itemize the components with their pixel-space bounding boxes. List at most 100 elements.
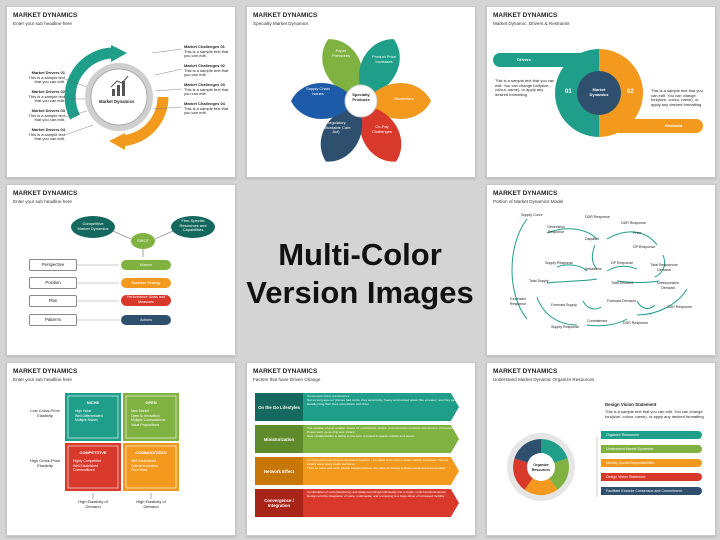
caption-line-2: Version Images [246, 275, 474, 310]
resource-bar: Understand Market Dynamics [601, 445, 702, 453]
model-node: DP Response [633, 245, 656, 249]
model-node: DDR Response [585, 215, 610, 219]
left-box: Position [29, 277, 77, 289]
organize-resources-wheel [507, 433, 598, 501]
center-caption: Multi-Color Version Images [245, 236, 475, 312]
model-node: DP Response [611, 261, 634, 265]
slide-thumbnail-5[interactable]: MARKET DYNAMICS Portion of Market Dynami… [486, 184, 716, 356]
model-node: Forecast Demand [607, 299, 636, 303]
petal-label: Paper Pressures [331, 48, 350, 58]
quadrant-diagram [65, 393, 179, 499]
slide-subtitle: Understand Market Dynamic Organize Resou… [493, 377, 595, 382]
drivers-restraints-diagram [493, 49, 703, 137]
axis-label: Low Cross-Price Elasticity [30, 408, 60, 418]
vision-text: This is a sample text that you can edit.… [605, 409, 704, 419]
slide-thumbnail-6[interactable]: MARKET DYNAMICS Enter your sub headline … [6, 362, 236, 536]
factor-text: Combination of voice(telephony) and data… [307, 490, 447, 498]
left-box: Patterns [29, 314, 77, 326]
resource-bar: Organize Resources [601, 431, 702, 439]
quadrant-title: NICHE [86, 400, 100, 405]
petal-label: Product Price Increases [371, 54, 396, 64]
restraint-bar-label: Restraint [665, 123, 683, 128]
factor-title: Miniaturization [255, 425, 303, 453]
quadrant-title: OPEN [145, 400, 157, 405]
resource-bar: Facilitate Execute Consensus and Commitm… [601, 487, 702, 495]
factor-row: Convergence / Integration Combination of… [255, 489, 467, 517]
right-text: This is a sample text that you can edit.… [651, 88, 703, 107]
model-node: Dispatch [585, 237, 599, 241]
model-node: Total Supply [529, 279, 549, 283]
caption-line-1: Multi-Color [278, 237, 442, 272]
factor-text: The creation of ever smaller scales for … [307, 426, 455, 438]
resource-bar: Design Vision Statement [601, 473, 702, 481]
slide-subtitle: Factors that have Driven Change [253, 377, 321, 382]
factor-title: Convergence / Integration [255, 489, 303, 517]
oval-label: SWOT [137, 238, 149, 243]
right-pill: Mission [121, 260, 171, 270]
model-node: Unresponsive Demand [657, 281, 679, 290]
number-02: 02 [627, 89, 634, 95]
model-node: Price [633, 231, 642, 235]
market-model-loop-diagram [511, 218, 688, 327]
right-pill: Business Strategy [121, 278, 171, 288]
slide-subtitle: Enter your sub headline here [13, 199, 72, 204]
left-box: Plan [29, 295, 77, 307]
slide-thumbnail-7[interactable]: MARKET DYNAMICS Factors that have Driven… [246, 362, 476, 536]
chart-growth-icon [110, 75, 129, 96]
model-node: Total Demand [611, 281, 634, 285]
model-node: Forecast Supply [551, 303, 577, 307]
petal-label: Supply Chain Issues [306, 86, 330, 96]
slide-thumbnail-2[interactable]: MARKET DYNAMICS Specialty Market Dynamic… [246, 6, 476, 178]
axis-label: High Cross-Price Elasticity [29, 458, 61, 468]
slide-thumbnail-8[interactable]: MARKET DYNAMICS Understand Market Dynami… [486, 362, 716, 536]
slide-title: MARKET DYNAMICS [13, 190, 78, 197]
factor-row: On the Go Lifestyles Consumers crave con… [255, 393, 467, 421]
axis-label: High Elasticity of Demand [78, 499, 108, 509]
slide-subtitle: Enter your sub headline here [13, 377, 72, 382]
number-01: 01 [565, 89, 572, 95]
slide-title: MARKET DYNAMICS [13, 12, 78, 19]
model-node: Supply Curve [521, 213, 543, 217]
factor-row: Miniaturization The creation of ever sma… [255, 425, 467, 453]
slide-title: MARKET DYNAMICS [493, 368, 558, 375]
model-node: Generator Response [509, 297, 527, 306]
specialty-petal-diagram [291, 39, 431, 162]
factor-title: Network Effect [255, 457, 303, 485]
model-node: Generation Response [547, 225, 565, 234]
slide-thumbnail-3[interactable]: MARKET DYNAMICS Market Dynamic: Drivers … [486, 6, 716, 178]
petal-label: Biosimilars [394, 96, 414, 101]
wheel-center-label: Organize Resources [531, 463, 551, 472]
model-node: DDR Response [623, 321, 648, 325]
slide-title: MARKET DYNAMICS [493, 190, 558, 197]
market-dynamics-cycle-diagram [64, 45, 183, 150]
left-box: Perspective [29, 259, 77, 271]
factor-row: Network Effect As more and more phones a… [255, 457, 467, 485]
model-node: Supply Response [551, 325, 580, 329]
model-node: Supply Response [545, 261, 574, 265]
left-text: This is a sample text that you can edit.… [495, 78, 555, 97]
drivers-bar-label: Drivers [517, 57, 531, 62]
model-node: DDR Response [667, 305, 692, 309]
oval-label: Competitive Market Dynamics [77, 221, 109, 231]
model-node: Imbalance [585, 267, 602, 271]
slide-thumbnail-1[interactable]: MARKET DYNAMICS Enter your sub headline … [6, 6, 236, 178]
oval-label: Firm-Specific Resources and Capabilities [179, 218, 207, 233]
cycle-center-label: Market Dynamics [99, 99, 135, 104]
model-node: Commitment [587, 319, 608, 323]
slide-thumbnail-4[interactable]: MARKET DYNAMICS Enter your sub headline … [6, 184, 236, 356]
slide-subtitle: Enter your sub headline here [13, 21, 72, 26]
slide-subtitle: Specialty Market Dynamics [253, 21, 309, 26]
petal-center-label: Specialty Products [352, 92, 370, 102]
